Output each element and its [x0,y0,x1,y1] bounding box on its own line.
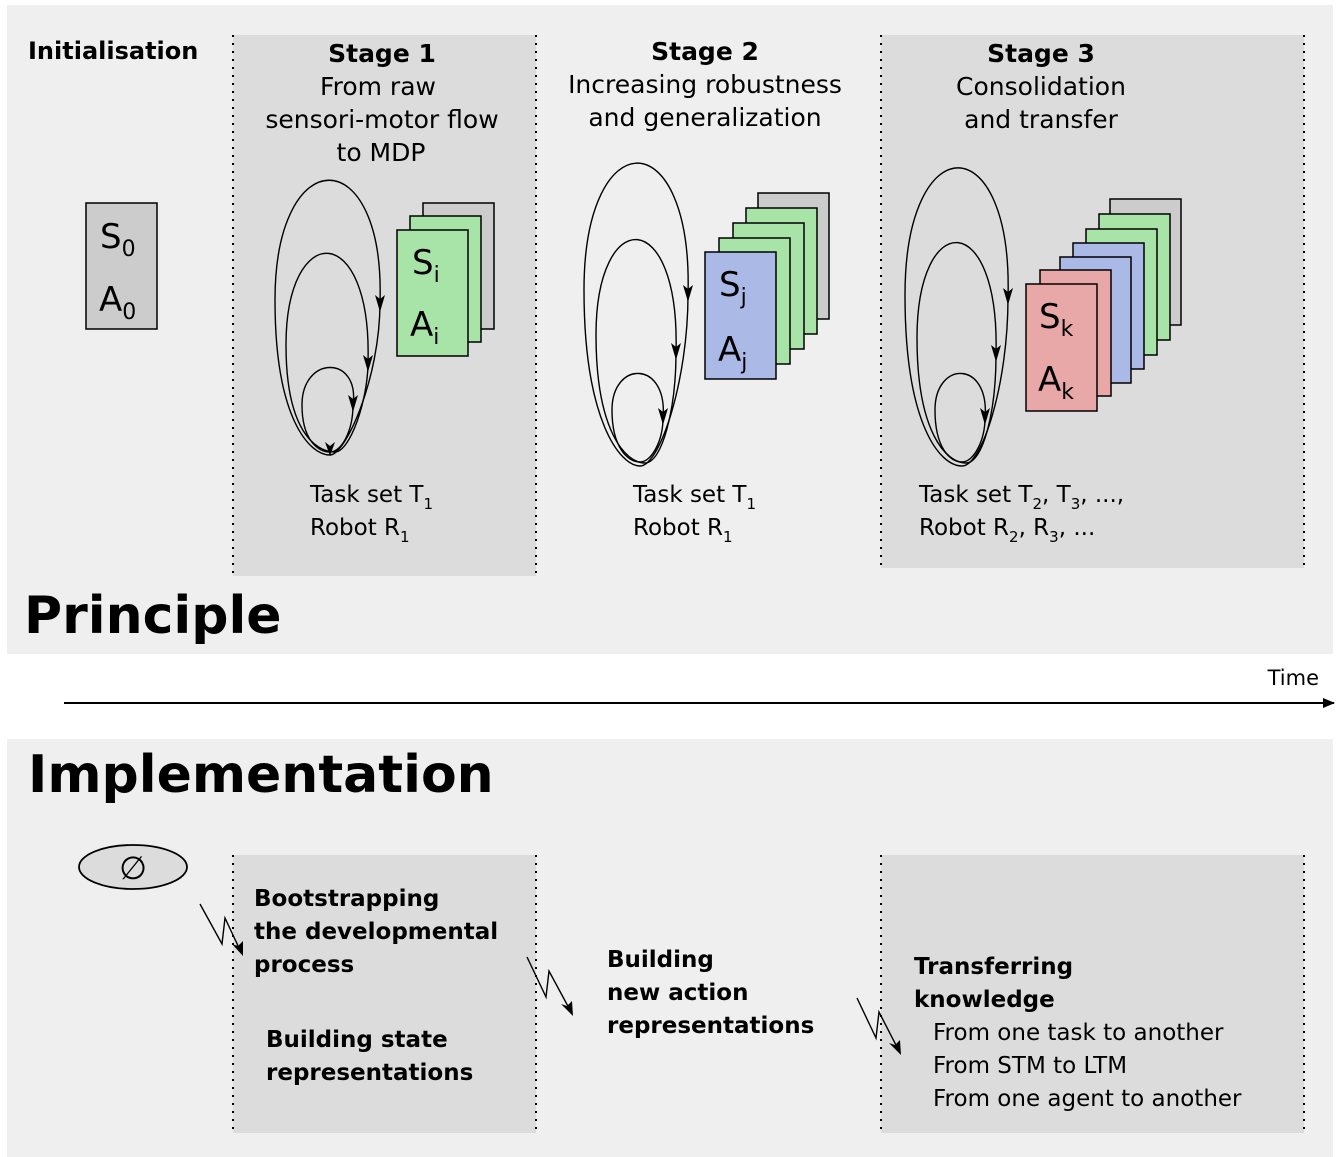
initialisation-label: Initialisation [28,37,198,65]
stage3-desc-line1: Consolidation [956,72,1126,101]
stage3-title: Stage 3 [987,39,1095,68]
impl-bootstrap-line3: process [254,952,354,978]
stage2-loop-arrowheads [658,285,693,425]
principle-heading: Principle [24,586,282,646]
impl-transfer-item-3: From one agent to another [933,1086,1242,1112]
stage3-loop-arrowheads [980,288,1013,425]
stage2-robot: Robot R1 [633,515,733,546]
impl-state-repr-line2: representations [266,1060,473,1086]
stage2-task-set: Task set T1 [632,482,756,513]
empty-set-symbol: ∅ [119,849,147,887]
lightning-arrowheads [232,941,901,1055]
impl-transfer-title-line2: knowledge [914,987,1055,1013]
stage3-state-label: Sk [1039,297,1074,342]
implementation-heading: Implementation [28,745,494,805]
impl-transfer-item-1: From one task to another [933,1020,1224,1046]
stage1-title: Stage 1 [328,39,436,68]
lightning-arrows [199,903,899,1050]
stage1-robot: Robot R1 [310,515,410,546]
impl-action-repr-line1: Building [607,947,714,973]
stage2-desc-line1: Increasing robustness [568,70,842,99]
stage1-desc-line1: From raw [320,72,436,101]
impl-stage3-background [881,855,1304,1133]
impl-transfer-item-2: From STM to LTM [933,1053,1127,1079]
stage1-state-label: Si [412,243,440,288]
empty-set-ellipse [78,844,188,890]
stage2-state-label: Sj [719,265,747,310]
impl-bootstrap-line1: Bootstrapping [254,886,439,912]
principle-separators [232,35,1305,576]
stage2-desc-line2: and generalization [588,103,821,132]
stage1-card-stack [396,202,495,357]
impl-action-repr-line2: new action [607,980,748,1006]
initial-action-label: A0 [99,280,136,325]
stage1-desc-line2: sensori-motor flow [265,105,498,134]
stage3-robot: Robot R2, R3, ... [919,515,1095,546]
time-label: Time [1267,666,1319,690]
stage1-desc-line3: to MDP [337,138,426,167]
stage1-loop-arrowheads [348,295,385,412]
impl-stage1-background [233,855,536,1133]
stage1-action-label: Ai [410,305,439,350]
stage3-card-stack [1025,198,1182,412]
stage3-task-set: Task set T2, T3, ..., [918,482,1124,513]
stage3-action-label: Ak [1038,360,1074,405]
impl-bootstrap-line2: the developmental [254,919,498,945]
stage2-title: Stage 2 [651,37,759,66]
stage1-task-set: Task set T1 [309,482,433,513]
impl-state-repr-line1: Building state [266,1027,448,1053]
stage2-action-label: Aj [718,330,747,375]
impl-transfer-title-line1: Transferring [914,954,1073,980]
stage3-desc-line2: and transfer [964,105,1118,134]
stage2-loop-icon [583,162,689,467]
initial-card [85,202,158,330]
initial-state-label: S0 [100,217,136,262]
stage2-card-stack [704,192,830,380]
impl-action-repr-line3: representations [607,1013,814,1039]
stage1-loop-icon [274,179,381,456]
